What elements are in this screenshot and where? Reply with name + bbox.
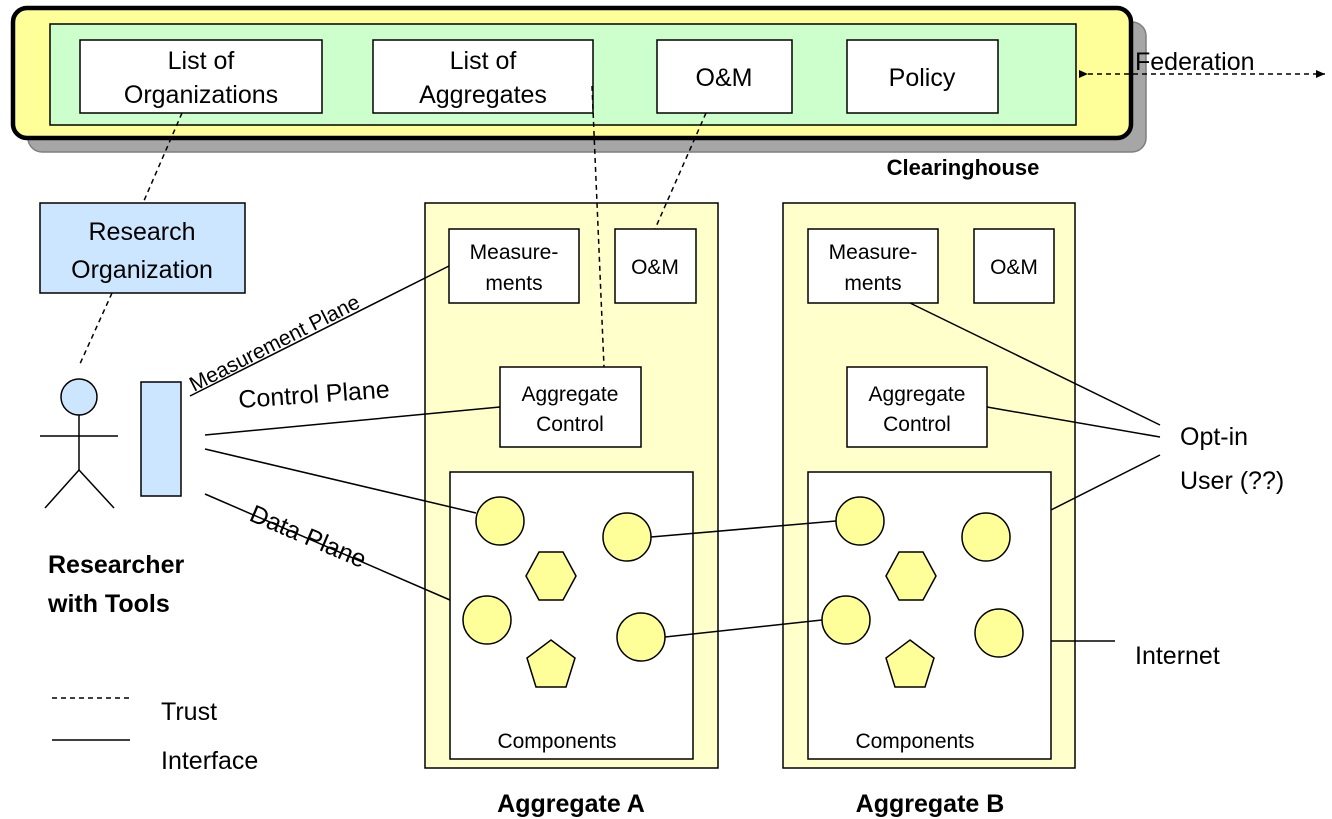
trust-om-to-om <box>654 112 707 230</box>
aggregate-b-hexagon-component <box>885 551 937 601</box>
aggregate-b-component-node <box>821 595 871 645</box>
aggregate-a-control-line2: Control <box>536 413 604 436</box>
research-organization-line2: Organization <box>71 256 213 284</box>
aggregate-a-measurements-line1: Measure- <box>470 241 559 264</box>
aggregate-a-component-node <box>462 595 512 645</box>
aggregate-a-component-node <box>602 512 652 562</box>
aggregate-b-control-line2: Control <box>883 413 951 436</box>
trust-links <box>78 85 707 368</box>
opt-in-user-line1: Opt-in <box>1180 423 1248 451</box>
aggregate-a-component-node <box>475 496 525 546</box>
aggregate-a-pentagon-component <box>526 639 576 688</box>
aggregate-b-label: Aggregate B <box>856 790 1005 818</box>
federation-link: Federation <box>1079 48 1325 78</box>
control-plane-label: Control Plane <box>237 375 390 413</box>
tools-rectangle-icon <box>140 381 182 497</box>
aggregate-a-measurements-line2: ments <box>485 272 542 295</box>
trust-research-org-to-researcher <box>78 292 113 367</box>
inter-aggregate-link-upper <box>650 520 837 538</box>
opt-in-to-control-line <box>986 406 1161 438</box>
opt-in-user-line2: User (??) <box>1180 467 1284 495</box>
list-of-organizations-box: List of Organizations <box>79 39 323 114</box>
aggregate-a-components-label: Components <box>497 730 616 753</box>
aggregate-a-om-box: O&M <box>614 228 697 304</box>
clearinghouse-label: Clearinghouse <box>887 155 1040 180</box>
data-plane-label: Data Plane <box>246 500 371 574</box>
aggregate-b-om-box: O&M <box>973 228 1055 304</box>
federation-label: Federation <box>1135 48 1255 76</box>
aggregate-b-measurements-line1: Measure- <box>829 241 918 264</box>
aggregate-b-component-node <box>961 512 1011 562</box>
aggregate-a: Measure- ments O&M Aggregate Control Com… <box>424 202 719 818</box>
list-of-aggregates-line2: Aggregates <box>419 81 547 109</box>
policy-label: Policy <box>889 64 956 92</box>
aggregate-b-components-label: Components <box>855 730 974 753</box>
aggregate-b-components-box: Components <box>807 471 1052 760</box>
researcher-label-line2: with Tools <box>47 590 170 618</box>
legend-trust-label: Trust <box>161 698 217 726</box>
legend: Trust Interface <box>52 697 258 775</box>
stick-figure-icon <box>40 378 118 509</box>
aggregate-a-hexagon-component <box>525 551 577 601</box>
aggregate-b-component-node <box>835 496 885 546</box>
aggregate-a-measurements-box: Measure- ments <box>448 228 580 304</box>
research-organization-line1: Research <box>89 218 196 246</box>
aggregate-b-measurements-line2: ments <box>844 272 901 295</box>
research-organization-box: Research Organization <box>39 202 246 294</box>
clearinghouse: List of Organizations List of Aggregates… <box>10 5 1147 180</box>
data-plane-line <box>204 493 451 601</box>
legend-interface-label: Interface <box>161 747 258 775</box>
trust-aggregates-to-control <box>591 85 605 368</box>
aggregate-b-measurements-box: Measure- ments <box>807 228 939 304</box>
list-of-aggregates-box: List of Aggregates <box>372 39 594 114</box>
aggregate-a-components-box: Components <box>449 471 694 760</box>
measurement-plane-line <box>189 265 450 397</box>
researcher-label-line1: Researcher <box>48 551 184 579</box>
inter-aggregate-link-lower <box>664 619 823 638</box>
aggregate-b-control-line1: Aggregate <box>869 383 966 406</box>
list-of-organizations-line2: Organizations <box>124 81 278 109</box>
list-of-aggregates-line1: List of <box>450 47 517 75</box>
list-of-organizations-line1: List of <box>168 47 235 75</box>
trust-org-to-research-org <box>142 112 183 204</box>
researcher-to-components-line <box>204 448 477 514</box>
aggregate-b-pentagon-component <box>885 639 935 688</box>
clearinghouse-om-box: O&M <box>656 39 793 114</box>
opt-in-to-components-line <box>1050 454 1161 511</box>
opt-in-to-measurements-line <box>909 302 1161 426</box>
aggregate-a-label: Aggregate A <box>497 790 645 818</box>
aggregate-a-control-box: Aggregate Control <box>499 366 642 448</box>
aggregate-a-om-label: O&M <box>631 256 679 279</box>
aggregate-b-component-node <box>974 608 1024 658</box>
interface-links <box>189 265 1161 642</box>
aggregate-a-control-line1: Aggregate <box>522 383 619 406</box>
aggregate-a-component-node <box>616 612 666 662</box>
aggregate-b-control-box: Aggregate Control <box>846 366 988 448</box>
control-plane-line <box>204 406 501 436</box>
aggregate-b-om-label: O&M <box>990 256 1038 279</box>
clearinghouse-om-label: O&M <box>696 64 753 92</box>
aggregate-b: Measure- ments O&M Aggregate Control Com… <box>782 202 1076 818</box>
policy-box: Policy <box>846 39 999 114</box>
internet-label: Internet <box>1135 642 1220 670</box>
